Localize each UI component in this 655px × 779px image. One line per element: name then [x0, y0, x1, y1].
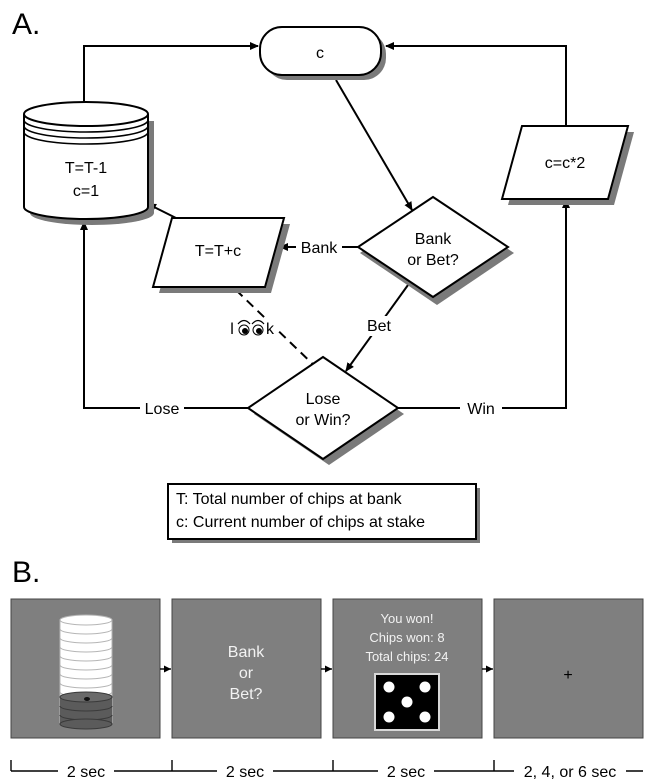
edge-label-lose: Lose: [145, 401, 180, 418]
screen-bank-or-bet-line2: or: [239, 665, 254, 682]
bank-or-bet-decision: Bank or Bet?: [356, 195, 514, 305]
duration-label-3: 2 sec: [387, 764, 425, 779]
trial-sequence: Bank or Bet? You won! Chips won: 8 Total…: [10, 598, 644, 779]
edge-double-to-start: [385, 42, 567, 125]
edge-lose: [80, 221, 248, 409]
edge-label-bet: Bet: [367, 318, 392, 335]
legend-line-current: c: Current number of chips at stake: [176, 514, 425, 531]
bank-store-cylinder: T=T-1 c=1: [23, 101, 154, 225]
lose-or-win-line2: or Win?: [295, 412, 350, 429]
lose-or-win-decision: Lose or Win?: [246, 355, 404, 465]
edge-label-look-l: l: [230, 321, 234, 338]
screen-bank-or-bet-line1: Bank: [228, 644, 265, 661]
edge-start-to-decision: [335, 79, 413, 211]
panel-b-label: B.: [12, 556, 41, 589]
add-to-bank-node: T=T+c: [151, 217, 290, 293]
legend-line-total: T: Total number of chips at bank: [176, 491, 403, 508]
lose-or-win-line1: Lose: [306, 391, 341, 408]
die-icon: [374, 673, 440, 731]
duration-label-2: 2 sec: [226, 764, 264, 779]
bank-or-bet-line1: Bank: [415, 231, 452, 248]
start-terminal: c: [259, 26, 386, 80]
connectors: [80, 42, 570, 409]
edge-bank-to-start: [83, 42, 259, 110]
screen-outcome-line1: You won!: [380, 611, 433, 626]
edge-win: [398, 199, 570, 409]
duration-label-1: 2 sec: [67, 764, 105, 779]
duration-label-4: 2, 4, or 6 sec: [524, 764, 617, 779]
legend-box: T: Total number of chips at bank c: Curr…: [167, 483, 480, 543]
double-stake-label: c=c*2: [545, 155, 586, 172]
panel-a-label: A.: [12, 8, 41, 41]
start-terminal-label: c: [316, 45, 324, 62]
screen-outcome-line2: Chips won: 8: [369, 630, 444, 645]
chip-stack-icon: [59, 614, 113, 730]
screen-bank-or-bet: Bank or Bet?: [171, 598, 322, 739]
edge-label-win: Win: [467, 401, 495, 418]
edge-look-dashed: [235, 289, 324, 375]
screen-outcome: You won! Chips won: 8 Total chips: 24: [332, 598, 483, 739]
add-to-bank-label: T=T+c: [195, 243, 241, 260]
double-stake-node: c=c*2: [500, 125, 634, 205]
bank-store-line2: c=1: [73, 183, 99, 200]
timeline: 2 sec 2 sec 2 sec 2, 4, or 6 sec: [10, 760, 643, 779]
edge-labels: Bank Bet Lose Win l k: [140, 238, 502, 419]
screen-outcome-line3: Total chips: 24: [365, 649, 448, 664]
edge-label-look-k: k: [266, 321, 275, 338]
bank-store-line1: T=T-1: [65, 160, 107, 177]
screen-bank-or-bet-line3: Bet?: [230, 686, 263, 703]
fixation-cross: +: [563, 667, 572, 684]
eyes-icon: [237, 319, 265, 336]
screen-chip-stack: [10, 598, 161, 739]
bank-or-bet-line2: or Bet?: [407, 252, 459, 269]
edge-label-bank: Bank: [301, 240, 338, 257]
screen-fixation: +: [493, 598, 644, 739]
